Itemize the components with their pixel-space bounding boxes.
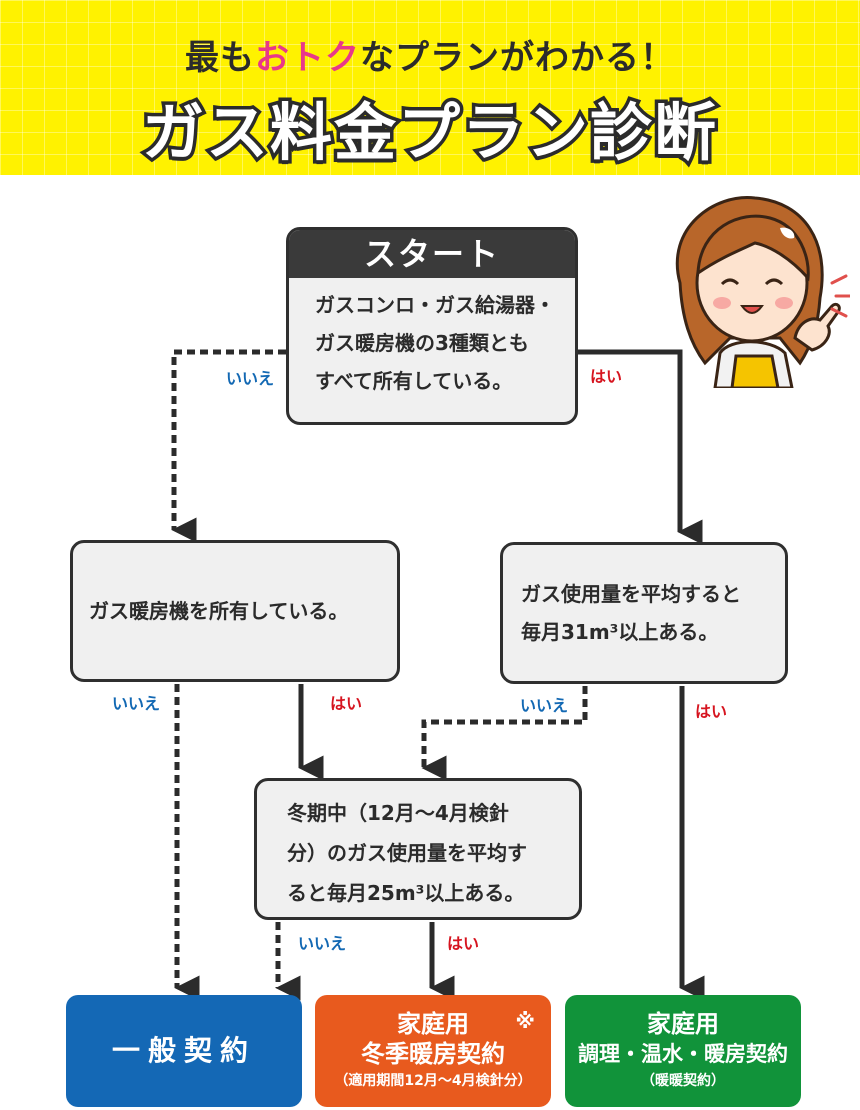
- header-subtitle: 最もおトクなプランがわかる！: [0, 30, 860, 79]
- result-general-label: 一般契約: [111, 1034, 256, 1067]
- header-banner: 最もおトクなプランがわかる！ ガス料金プラン診断: [0, 0, 860, 175]
- note-mark: ※: [515, 1009, 535, 1033]
- subtitle-highlight: おトク: [255, 38, 360, 78]
- winter-line-3: ると毎月25m³以上ある。: [287, 881, 525, 905]
- label-start-no: いいえ: [226, 369, 275, 388]
- start-line-2: ガス暖房機の3種類とも: [315, 331, 529, 355]
- label-winter-no: いいえ: [298, 934, 347, 953]
- heater-question-box: ガス暖房機を所有している。: [70, 540, 400, 682]
- start-line-1: ガスコンロ・ガス給湯器・: [315, 293, 555, 317]
- arrow-usage-no: [421, 686, 588, 781]
- arrow-start-yes: [578, 349, 703, 545]
- winter-line-1: 冬期中（12月〜4月検針: [287, 801, 509, 825]
- guide-woman-illustration: [675, 196, 850, 388]
- result-winter-line-2: 冬季暖房契約: [361, 1040, 505, 1068]
- start-question-box: スタート ガスコンロ・ガス給湯器・ ガス暖房機の3種類とも すべて所有している。: [286, 227, 578, 425]
- result-general-contract: 一般契約: [66, 995, 302, 1107]
- arrow-start-no: [171, 349, 286, 543]
- usage-line-1: ガス使用量を平均すると: [521, 582, 741, 606]
- label-winter-yes: はい: [447, 934, 480, 953]
- subtitle-pre: 最も: [185, 38, 255, 78]
- result-cooking-line-3: （暖暖契約）: [641, 1073, 725, 1089]
- winter-line-2: 分）のガス使用量を平均す: [287, 841, 527, 865]
- result-winter-heating-contract: ※ 家庭用 冬季暖房契約 （適用期間12月〜4月検針分）: [315, 995, 551, 1107]
- label-heater-no: いいえ: [112, 694, 161, 713]
- result-winter-line-3: （適用期間12月〜4月検針分）: [334, 1073, 532, 1089]
- winter-question-box: 冬期中（12月〜4月検針 分）のガス使用量を平均す ると毎月25m³以上ある。: [254, 778, 582, 920]
- result-cooking-heating-contract: 家庭用 調理・温水・暖房契約 （暖暖契約）: [565, 995, 801, 1107]
- result-cooking-line-1: 家庭用: [647, 1010, 719, 1038]
- label-usage-yes: はい: [695, 702, 728, 721]
- usage-line-2: 毎月31m³以上ある。: [521, 620, 719, 644]
- result-cooking-line-2: 調理・温水・暖房契約: [578, 1042, 788, 1066]
- label-heater-yes: はい: [330, 694, 363, 713]
- label-usage-no: いいえ: [520, 696, 569, 715]
- subtitle-post: なプランがわかる！: [360, 38, 675, 78]
- page-title: ガス料金プラン診断: [138, 93, 719, 173]
- usage-question-box: ガス使用量を平均すると 毎月31m³以上ある。: [500, 542, 788, 684]
- start-line-3: すべて所有している。: [315, 369, 513, 393]
- label-start-yes: はい: [590, 367, 623, 386]
- result-winter-line-1: 家庭用: [397, 1010, 469, 1038]
- heater-question-text: ガス暖房機を所有している。: [89, 599, 349, 623]
- start-heading: スタート: [289, 230, 575, 278]
